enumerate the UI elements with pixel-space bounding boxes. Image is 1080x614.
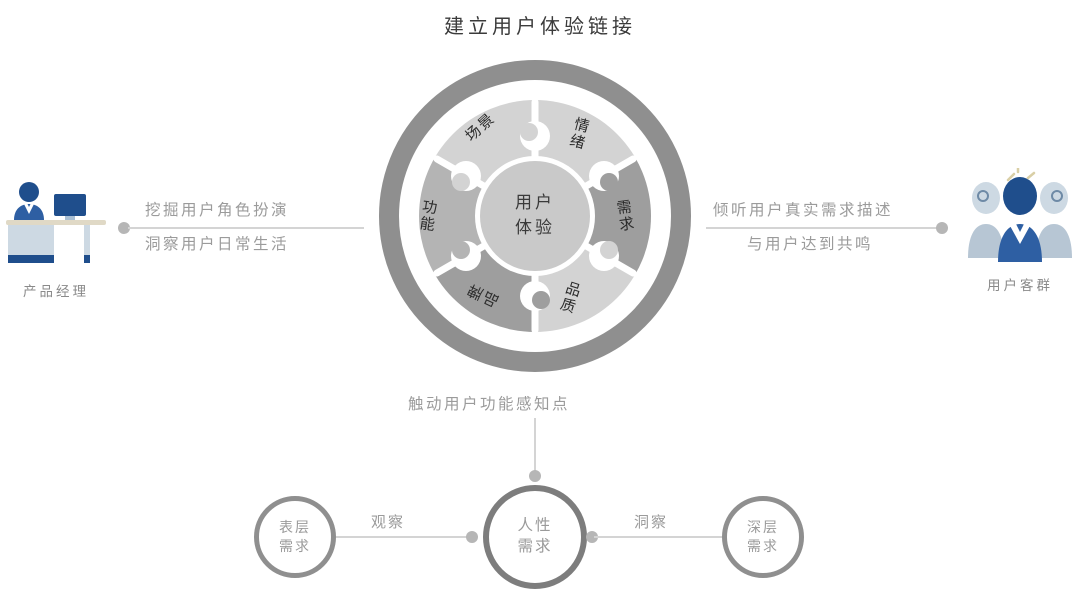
right-caption: 用户客群 xyxy=(987,278,1053,293)
node-surface-line2: 需求 xyxy=(279,538,311,554)
pm-desk-top-icon xyxy=(6,220,106,225)
pm-desk-leg-base-icon xyxy=(84,255,90,263)
pm-head-icon xyxy=(19,182,39,202)
node-human-demand[interactable]: 人性 需求 xyxy=(483,485,587,589)
ug-body-right-icon xyxy=(1036,224,1072,258)
node-surface-demand[interactable]: 表层 需求 xyxy=(254,496,336,578)
user-experience-wheel xyxy=(377,58,693,374)
outer-ring xyxy=(379,60,691,372)
edge-label-observe: 观察 xyxy=(371,514,406,531)
pm-desk-panel-base-icon xyxy=(8,255,54,263)
product-manager-at-desk-icon xyxy=(6,176,106,272)
bottom-connector-text: 触动用户功能感知点 xyxy=(408,396,571,413)
right-text-line1: 倾听用户真实需求描述 xyxy=(713,202,894,219)
ug-head-right-icon xyxy=(1040,182,1068,214)
ug-gear-right-icon xyxy=(1051,190,1063,202)
center-disc xyxy=(480,161,590,271)
edge-label-insight: 洞察 xyxy=(634,514,669,531)
pm-monitor-stand-icon xyxy=(65,216,75,220)
bottom-connector-dot xyxy=(529,470,541,482)
node-human-line1: 人性 xyxy=(517,517,553,535)
segment-brand xyxy=(398,148,535,284)
node-deep-line1: 深层 xyxy=(747,519,779,536)
right-connector-dot xyxy=(936,222,948,234)
ug-head-left-icon xyxy=(972,182,1000,214)
left-text-line2: 洞察用户日常生活 xyxy=(145,236,290,253)
pm-monitor-icon xyxy=(54,194,86,216)
pm-desk-leg-icon xyxy=(84,225,90,263)
edge-line-insight xyxy=(594,536,722,538)
edge-dot-insight xyxy=(586,531,598,543)
left-caption: 产品经理 xyxy=(23,284,89,299)
bottom-vertical-line xyxy=(534,418,536,476)
left-connector-dot xyxy=(118,222,130,234)
node-surface-line1: 表层 xyxy=(279,519,311,536)
right-text-line2: 与用户达到共鸣 xyxy=(747,236,874,253)
right-connector-line xyxy=(706,227,942,229)
ug-head-center-icon xyxy=(1003,177,1037,215)
puzzle-knob-fills xyxy=(452,123,618,309)
left-connector-line xyxy=(128,227,364,229)
node-human-line2: 需求 xyxy=(517,538,553,555)
node-deep-demand[interactable]: 深层 需求 xyxy=(722,496,804,578)
left-text-line1: 挖掘用户角色扮演 xyxy=(145,202,290,219)
segment-emotion xyxy=(535,148,672,284)
ug-gear-left-icon xyxy=(977,190,989,202)
ug-body-left-icon xyxy=(968,224,1004,258)
user-group-icon xyxy=(968,164,1072,268)
edge-line-observe xyxy=(336,536,476,538)
page-title: 建立用户体验链接 xyxy=(444,16,636,38)
pm-collar-icon xyxy=(24,203,34,214)
edge-dot-observe xyxy=(466,531,478,543)
node-deep-line2: 需求 xyxy=(747,538,779,554)
ug-collar-center-icon xyxy=(1009,222,1031,244)
